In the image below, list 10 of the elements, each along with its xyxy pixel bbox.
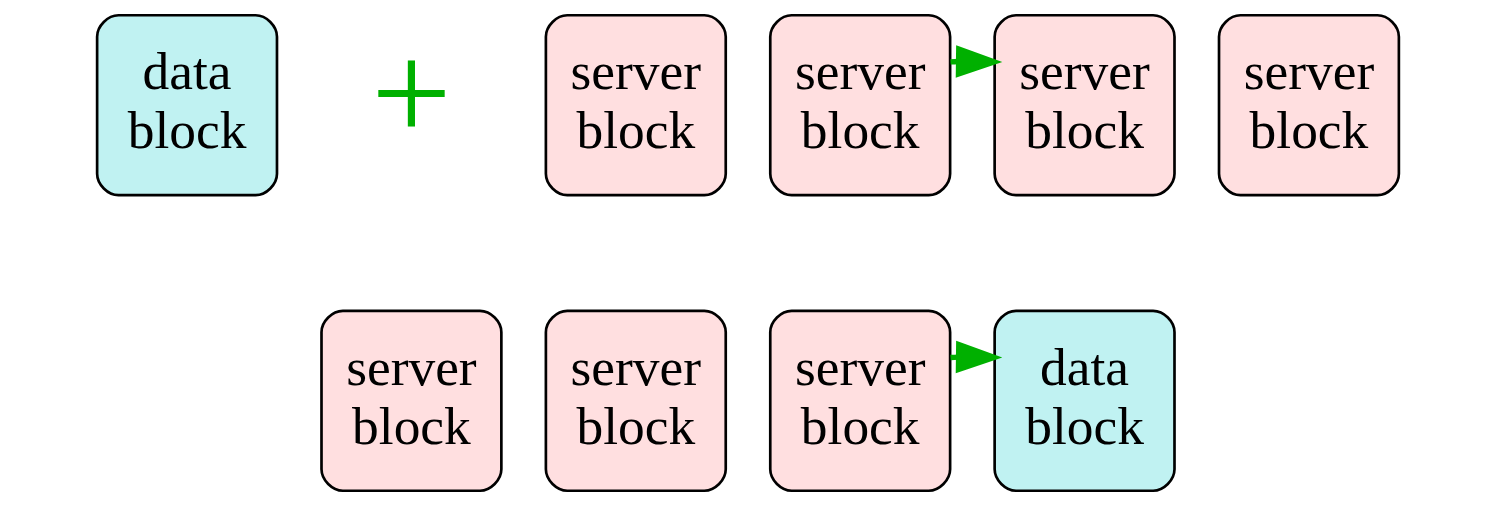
node-box: server block: [544, 13, 727, 197]
node-box: server block: [768, 13, 951, 197]
node-box: server block: [768, 309, 951, 493]
label: +: [370, 13, 452, 172]
node-box: server block: [1217, 13, 1400, 197]
node-box: data block: [992, 309, 1176, 493]
node-box: server block: [544, 309, 727, 493]
node-box: server block: [319, 309, 503, 493]
node-box: server block: [992, 13, 1176, 197]
node-box: data block: [95, 13, 278, 197]
